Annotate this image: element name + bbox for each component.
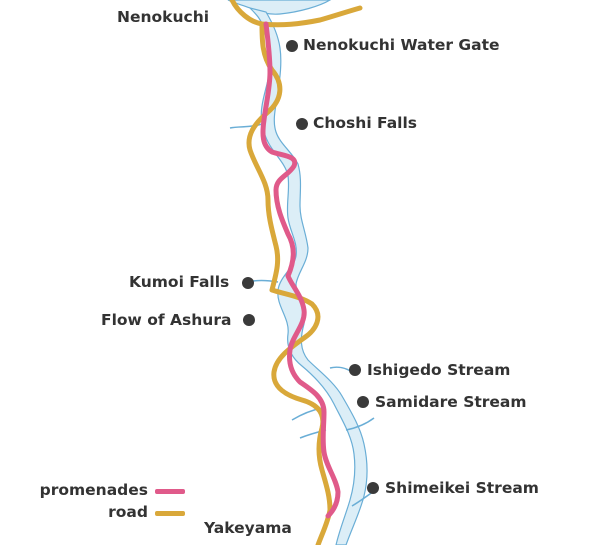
legend-label-road: road [108,503,148,521]
road-route [229,0,363,545]
place-nenokuchi: Nenokuchi [117,8,210,26]
oirase-river [248,6,368,545]
promenade-route [260,21,341,519]
spot-marker [296,118,308,130]
legend-swatch-promenades [155,489,185,494]
spot-marker [367,482,379,494]
spot-marker [242,277,254,289]
legend-label-promenades: promenades [39,481,148,499]
stream-choshi [229,123,263,129]
spot-marker [349,364,361,376]
spot-marker [286,40,298,52]
spot-label: Kumoi Falls [129,273,230,291]
legend-swatch-road [155,511,185,516]
spot-label: Nenokuchi Water Gate [303,36,500,54]
spot-label: Shimeikei Stream [385,479,539,497]
spot-label: Samidare Stream [375,393,527,411]
spot-label: Flow of Ashura [101,311,232,329]
stream-east [345,417,375,431]
spot-marker [357,396,369,408]
place-yakeyama: Yakeyama [204,519,292,537]
spot-label: Ishigedo Stream [367,361,511,379]
spot-label: Choshi Falls [313,114,418,132]
spot-marker [243,314,255,326]
